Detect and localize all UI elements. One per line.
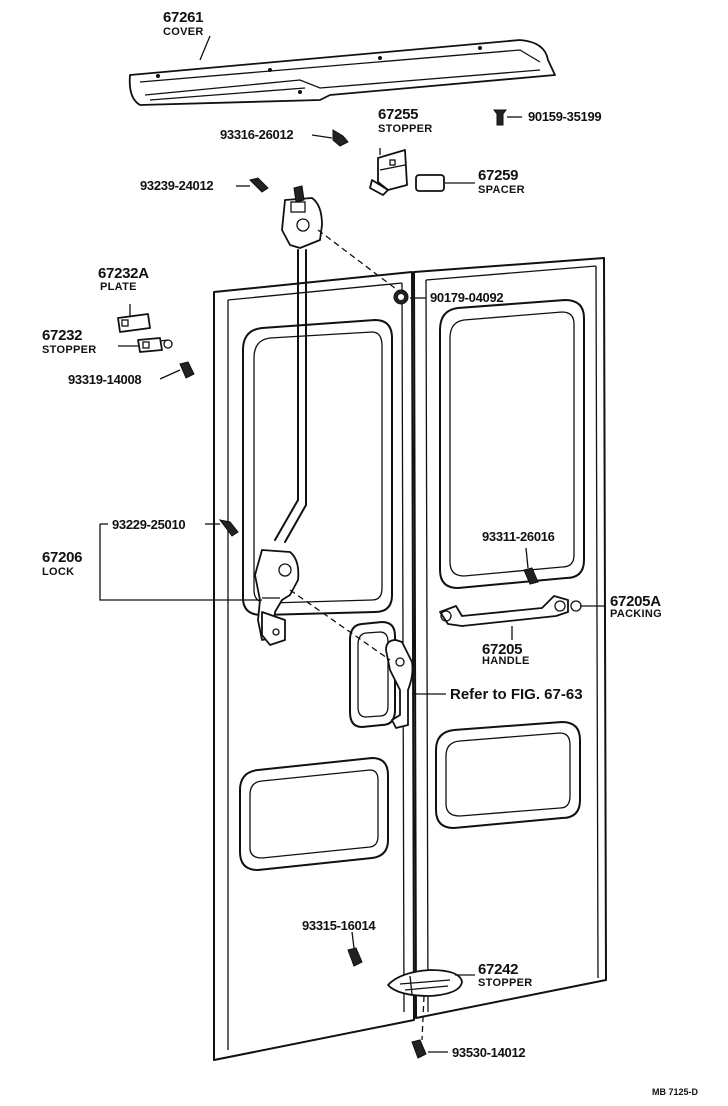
part-number-67205A: 67205A <box>610 593 661 610</box>
fastener-93530: 93530-14012 <box>452 1045 526 1060</box>
part-number-67205: 67205 <box>482 641 523 658</box>
nut-90179 <box>393 289 409 305</box>
part-number-67259: 67259 <box>478 167 519 184</box>
part-name-stopper-67232: STOPPER <box>42 344 97 356</box>
fastener-90179: 90179-04092 <box>430 290 504 305</box>
leader-lines <box>99 35 604 1053</box>
fastener-93311: 93311-26016 <box>482 529 555 544</box>
inside-handle <box>349 621 414 729</box>
fastener-93229: 93229-25010 <box>112 517 186 532</box>
screw-93239 <box>249 177 269 193</box>
part-name-lock: LOCK <box>42 566 75 578</box>
part-name-spacer: SPACER <box>478 184 525 196</box>
stopper-67255-part <box>369 149 408 196</box>
part-name-packing: PACKING <box>610 608 663 620</box>
part-name-cover: COVER <box>163 26 204 38</box>
fastener-93315: 93315-16014 <box>302 918 376 933</box>
lock-assembly <box>254 185 323 646</box>
screw-93311 <box>523 567 539 585</box>
diagram-code: MB 7125-D <box>652 1087 699 1097</box>
cover-part <box>128 39 556 106</box>
part-name-handle: HANDLE <box>482 655 530 667</box>
screw-93229 <box>218 519 239 537</box>
screw-93319 <box>179 361 195 379</box>
part-number-67206: 67206 <box>42 549 83 566</box>
part-number-67242: 67242 <box>478 961 519 978</box>
screw-90159 <box>493 109 507 126</box>
stopper-67232-part <box>137 337 173 353</box>
part-number-67261: 67261 <box>163 9 204 26</box>
stopper-67242-part <box>387 969 463 997</box>
screw-93530 <box>411 1039 427 1059</box>
plate-part <box>117 313 151 333</box>
part-name-stopper-67242: STOPPER <box>478 977 533 989</box>
spacer-part <box>415 174 445 192</box>
fastener-93239: 93239-24012 <box>140 178 214 193</box>
refer-note: Refer to FIG. 67-63 <box>450 686 583 703</box>
screw-93316 <box>332 129 349 147</box>
left-door <box>213 271 415 1061</box>
fastener-93319: 93319-14008 <box>68 372 142 387</box>
part-number-67255: 67255 <box>378 106 419 123</box>
part-name-stopper-67255: STOPPER <box>378 123 433 135</box>
part-number-67232: 67232 <box>42 327 83 344</box>
screw-93315 <box>347 947 363 967</box>
part-number-67232A: 67232A <box>98 265 149 282</box>
fastener-90159: 90159-35199 <box>528 109 602 124</box>
right-door <box>413 257 607 1019</box>
part-name-plate: PLATE <box>100 281 137 293</box>
fastener-93316: 93316-26012 <box>220 127 294 142</box>
outside-handle <box>439 595 582 627</box>
